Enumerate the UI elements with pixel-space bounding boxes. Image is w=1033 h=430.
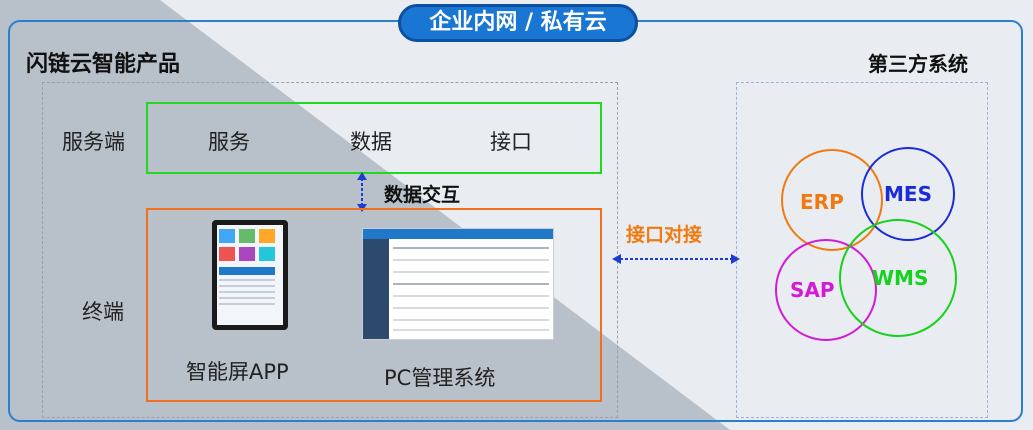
device-label-pc: PC管理系统 xyxy=(384,366,496,390)
erp-circle xyxy=(781,149,883,251)
mes-circle xyxy=(861,147,955,241)
smart-screen-tablet-icon xyxy=(212,220,288,330)
interface-connection-arrow xyxy=(612,254,740,264)
system-sap: SAP xyxy=(790,278,835,302)
data-exchange-arrow xyxy=(357,172,367,212)
page-title: 企业内网 / 私有云 xyxy=(398,4,638,42)
server-item-data: 数据 xyxy=(350,130,392,154)
system-erp: ERP xyxy=(800,190,844,214)
product-area xyxy=(42,82,618,418)
server-label: 服务端 xyxy=(62,130,125,154)
system-wms: WMS xyxy=(872,266,929,290)
wms-circle xyxy=(839,219,957,337)
third-party-venn xyxy=(775,147,957,341)
server-box xyxy=(146,102,602,174)
pc-management-screen-icon xyxy=(362,228,554,340)
data-exchange-label: 数据交互 xyxy=(384,184,461,206)
system-mes: MES xyxy=(884,182,932,206)
third-party-area xyxy=(736,82,988,418)
product-section-title: 闪链云智能产品 xyxy=(26,52,181,77)
terminal-label: 终端 xyxy=(82,300,124,324)
sap-circle xyxy=(775,239,877,341)
interface-connection-label: 接口对接 xyxy=(626,224,703,246)
third-party-section-title: 第三方系统 xyxy=(868,52,968,76)
server-item-interface: 接口 xyxy=(490,130,532,154)
device-label-app: 智能屏APP xyxy=(186,360,289,384)
terminal-box xyxy=(146,208,602,402)
server-item-service: 服务 xyxy=(208,130,250,154)
